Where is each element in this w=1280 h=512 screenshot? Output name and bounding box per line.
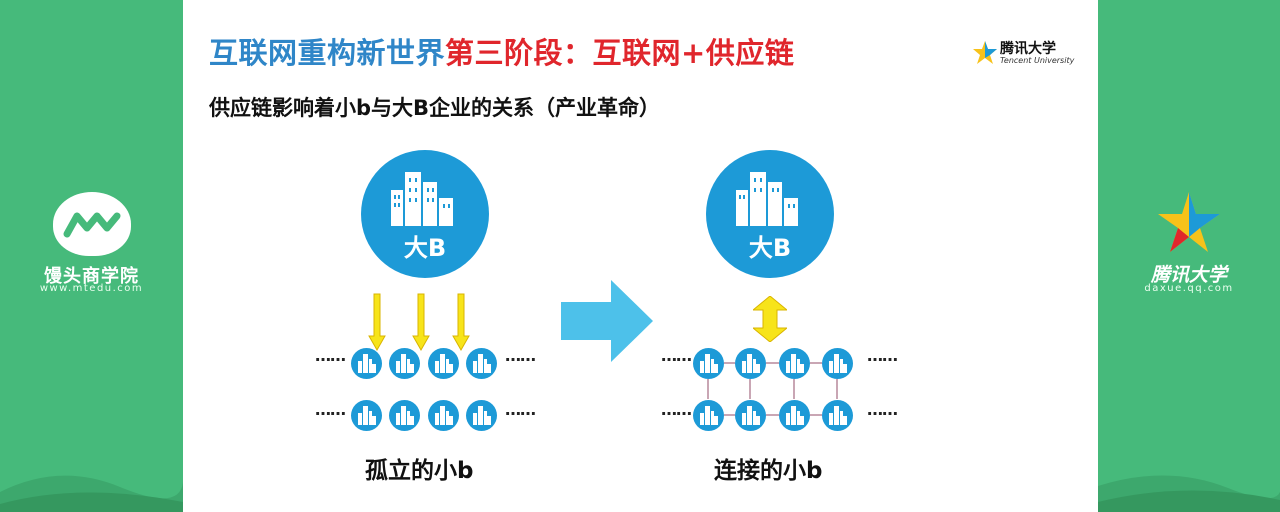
small-b-circle (428, 400, 459, 431)
tencent-brand-url: daxue.qq.com (1144, 283, 1234, 294)
buildings-icon (473, 354, 491, 373)
yellow-down-arrows (368, 293, 470, 352)
right-arrow-icon (561, 280, 653, 362)
small-b-circle (822, 348, 853, 379)
title-part-blue: 互联网重构新世界 (209, 36, 446, 70)
dots-right-1: …… (661, 346, 692, 365)
small-b-circle (389, 348, 420, 379)
mantou-logo-icon (53, 192, 131, 256)
small-b-circle (735, 348, 766, 379)
tencent-logo-name: 腾讯大学 (1000, 41, 1056, 57)
dots-right-4: …… (867, 400, 898, 419)
connection-lines (707, 362, 838, 416)
buildings-icon (742, 406, 760, 425)
buildings-icon (786, 406, 804, 425)
dots-right-2: …… (867, 346, 898, 365)
dots-left-2: …… (505, 346, 536, 365)
tencent-university-logo: 腾讯大学 Tencent University (972, 38, 1084, 70)
caption-isolated: 孤立的小b (365, 458, 474, 484)
small-b-circle (351, 348, 382, 379)
small-b-circle (779, 400, 810, 431)
left-brand-panel: 馒头商学院 www.mtedu.com (0, 0, 183, 512)
buildings-icon (391, 172, 453, 226)
buildings-icon (473, 406, 491, 425)
small-b-circle (466, 400, 497, 431)
dots-left-4: …… (505, 400, 536, 419)
big-b-label-left: 大B (403, 234, 447, 262)
slide-title: 互联网重构新世界第三阶段：互联网+供应链 (209, 30, 794, 72)
buildings-icon (396, 406, 414, 425)
small-b-circle (693, 348, 724, 379)
big-b-circle-left: 大B (361, 150, 489, 278)
mantou-brand-name: 馒头商学院 (44, 266, 139, 287)
buildings-icon (435, 354, 453, 373)
dots-right-3: …… (661, 400, 692, 419)
buildings-icon (786, 354, 804, 373)
right-brand-panel: 腾讯大学 daxue.qq.com (1098, 0, 1280, 512)
small-b-circle (351, 400, 382, 431)
mantou-brand-url: www.mtedu.com (39, 283, 144, 294)
hills-decoration-right (1098, 475, 1280, 512)
small-b-circle (389, 400, 420, 431)
small-b-circle (466, 348, 497, 379)
hills-decoration (0, 475, 183, 512)
small-b-circle (735, 400, 766, 431)
buildings-icon (742, 354, 760, 373)
slide-content: 互联网重构新世界第三阶段：互联网+供应链 腾讯大学 Tencent Univer… (183, 0, 1098, 512)
buildings-icon (829, 354, 847, 373)
title-part-red: 第三阶段：互联网+供应链 (445, 36, 795, 70)
big-b-circle-right: 大B (706, 150, 834, 278)
dots-left-3: …… (315, 400, 346, 419)
small-b-circle (428, 348, 459, 379)
caption-connected: 连接的小b (714, 458, 823, 484)
small-b-circle (822, 400, 853, 431)
buildings-icon (396, 354, 414, 373)
buildings-icon (736, 172, 798, 226)
buildings-icon (829, 406, 847, 425)
dots-left-1: …… (315, 346, 346, 365)
slide-subtitle: 供应链影响着小b与大B企业的关系（产业革命） (209, 96, 661, 120)
buildings-icon (700, 354, 718, 373)
double-arrow-icon (753, 296, 787, 342)
big-b-label-right: 大B (748, 234, 792, 262)
tencent-logo-en: Tencent University (1000, 56, 1075, 65)
tencent-brand-name: 腾讯大学 (1150, 264, 1227, 286)
buildings-icon (358, 354, 376, 373)
small-b-circle (779, 348, 810, 379)
buildings-icon (700, 406, 718, 425)
tencent-star-small-icon (973, 41, 997, 64)
buildings-icon (435, 406, 453, 425)
buildings-icon (358, 406, 376, 425)
small-b-circle (693, 400, 724, 431)
tencent-star-icon (1158, 192, 1220, 252)
